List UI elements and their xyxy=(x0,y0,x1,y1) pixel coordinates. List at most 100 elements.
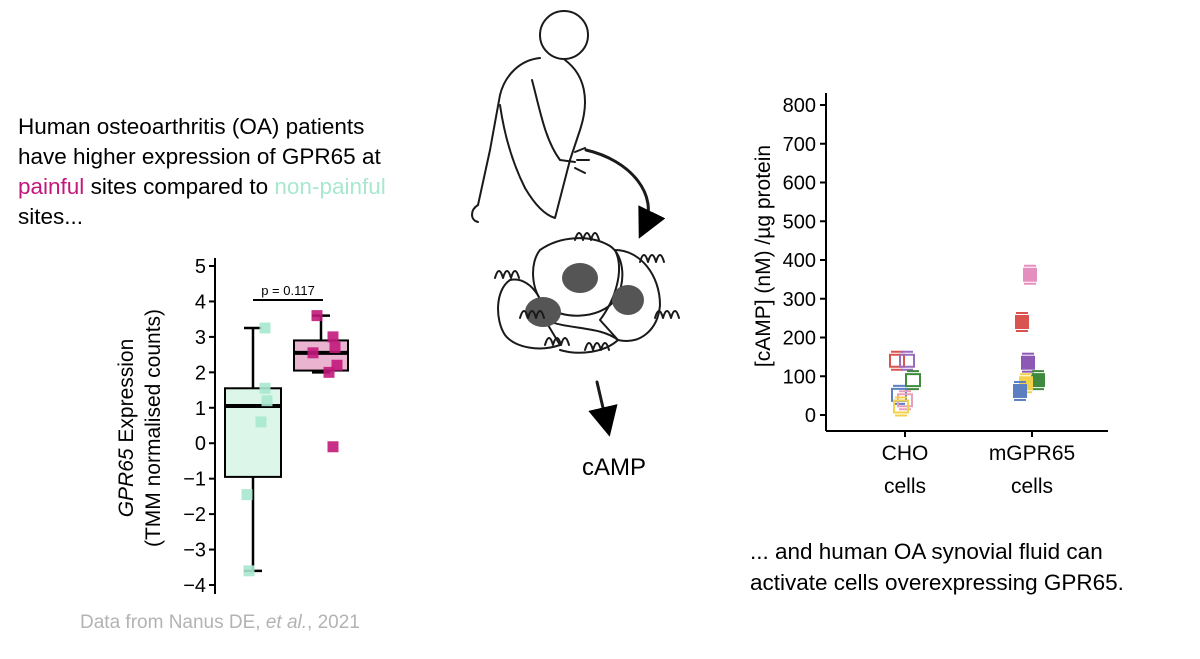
scatter-tick-label: 200 xyxy=(783,328,816,350)
person-torso-left xyxy=(477,57,541,206)
cell-nucleus-right xyxy=(612,285,644,315)
data-point xyxy=(307,347,319,359)
receptor-icon xyxy=(574,232,600,241)
boxplot-tick-label: −1 xyxy=(183,469,206,491)
data-point xyxy=(323,366,335,378)
scatter-tick-label: 800 xyxy=(783,95,816,117)
scatter-tick-label: 500 xyxy=(783,211,816,233)
scatter-tick-label: 0 xyxy=(805,405,816,427)
data-credit: Data from Nanus DE, et al., 2021 xyxy=(80,612,360,634)
camp-label: cAMP xyxy=(582,454,646,481)
data-point xyxy=(327,441,339,453)
painful-label: painful xyxy=(18,174,85,199)
p-value-label: p = 0.117 xyxy=(261,283,315,298)
cell-cluster xyxy=(494,232,680,354)
ylabel-rest: Expression xyxy=(115,339,138,449)
boxplot-points xyxy=(241,310,343,577)
scatter-points xyxy=(889,264,1045,417)
cell-right xyxy=(599,249,661,342)
iqr-box xyxy=(224,387,282,478)
cell-nucleus-left xyxy=(525,297,561,327)
boxplot-ylabel-line-1: GPR65 Expression xyxy=(115,339,138,518)
boxplot-tick-label: 4 xyxy=(195,291,206,313)
person-head xyxy=(539,10,589,60)
boxplot-tick-label: 0 xyxy=(195,433,206,455)
boxplot-tick-label: 3 xyxy=(195,327,206,349)
data-point xyxy=(331,359,343,371)
scatter-tick-label: 400 xyxy=(783,250,816,272)
data-point xyxy=(261,395,273,407)
scatter-tick-label: 600 xyxy=(783,173,816,195)
boxplot-tick-label: −2 xyxy=(183,504,206,526)
person-back-arm xyxy=(499,104,526,189)
data-point xyxy=(241,489,253,501)
data-point xyxy=(1021,355,1035,370)
outro-line-2: activate cells overexpressing GPR65. xyxy=(750,570,1124,595)
intro-line-2: have higher expression of GPR65 at xyxy=(18,144,381,169)
person-illustration xyxy=(471,10,590,223)
scatter-x-ticks: CHO cells mGPR65 cells xyxy=(882,431,1075,498)
receptor-icon xyxy=(494,270,520,279)
data-point xyxy=(1023,267,1037,282)
data-point xyxy=(1015,315,1029,329)
curved-arrow xyxy=(584,148,666,239)
boxplot-tick-label: 1 xyxy=(195,398,206,420)
data-point xyxy=(311,310,323,322)
data-point xyxy=(329,342,341,354)
category-label-line-1: CHO xyxy=(882,442,929,465)
data-point xyxy=(905,373,921,388)
cell-nucleus-top xyxy=(562,263,598,293)
cell-bottom-membrane xyxy=(544,319,619,354)
cell-left xyxy=(497,278,561,350)
data-point xyxy=(255,416,267,428)
ylabel-gene: GPR65 xyxy=(115,448,138,517)
scatter-tick-label: 100 xyxy=(783,366,816,388)
data-point xyxy=(893,399,909,414)
scatter-ylabel: [cAMP] (nM) /µg protein xyxy=(752,145,775,367)
receptor-icon xyxy=(654,310,680,319)
data-point xyxy=(889,353,905,368)
person-foot xyxy=(471,204,479,223)
boxplot-tick-label: −4 xyxy=(183,575,206,597)
data-point xyxy=(259,322,271,334)
category-label-line-1: mGPR65 xyxy=(989,442,1075,465)
data-point xyxy=(259,382,271,394)
category-label-line-2: cells xyxy=(1011,475,1053,498)
intro-line-4: sites... xyxy=(18,204,84,229)
intro-line-3: painful sites compared to non-painful xyxy=(18,172,478,202)
person-arm xyxy=(531,79,576,163)
intro-text: Human osteoarthritis (OA) patients have … xyxy=(18,112,478,232)
category-label-line-2: cells xyxy=(884,475,926,498)
person-leg-front xyxy=(524,159,571,219)
intro-line-1: Human osteoarthritis (OA) patients xyxy=(18,114,365,139)
down-arrow xyxy=(588,380,618,437)
credit-suffix: , 2021 xyxy=(307,612,360,633)
boxplot-tick-label: 2 xyxy=(195,362,206,384)
boxplot-ylabel-line-2: (TMM normalised counts) xyxy=(142,309,165,547)
data-point xyxy=(1031,373,1045,388)
outro-line-1: ... and human OA synovial fluid can xyxy=(750,539,1103,564)
credit-etal: et al. xyxy=(265,612,308,633)
person-chest xyxy=(564,59,586,161)
pain-lines xyxy=(574,147,590,174)
receptor-icon xyxy=(639,254,665,263)
boxplot-tick-label: −3 xyxy=(183,540,206,562)
intro-mid-text: sites compared to xyxy=(84,174,275,199)
non-painful-label: non-painful xyxy=(274,174,386,199)
receptor-icon xyxy=(584,342,610,351)
data-point xyxy=(899,353,915,368)
data-point xyxy=(327,331,339,343)
data-point xyxy=(1013,383,1027,398)
scatter-tick-label: 300 xyxy=(783,289,816,311)
outro-text: ... and human OA synovial fluid can acti… xyxy=(750,536,1190,598)
credit-prefix: Data from Nanus DE, xyxy=(80,612,266,633)
receptor-icon xyxy=(519,310,545,319)
receptor-icon xyxy=(544,337,570,346)
pain-cell-diagram xyxy=(471,10,680,437)
data-point xyxy=(243,565,255,577)
